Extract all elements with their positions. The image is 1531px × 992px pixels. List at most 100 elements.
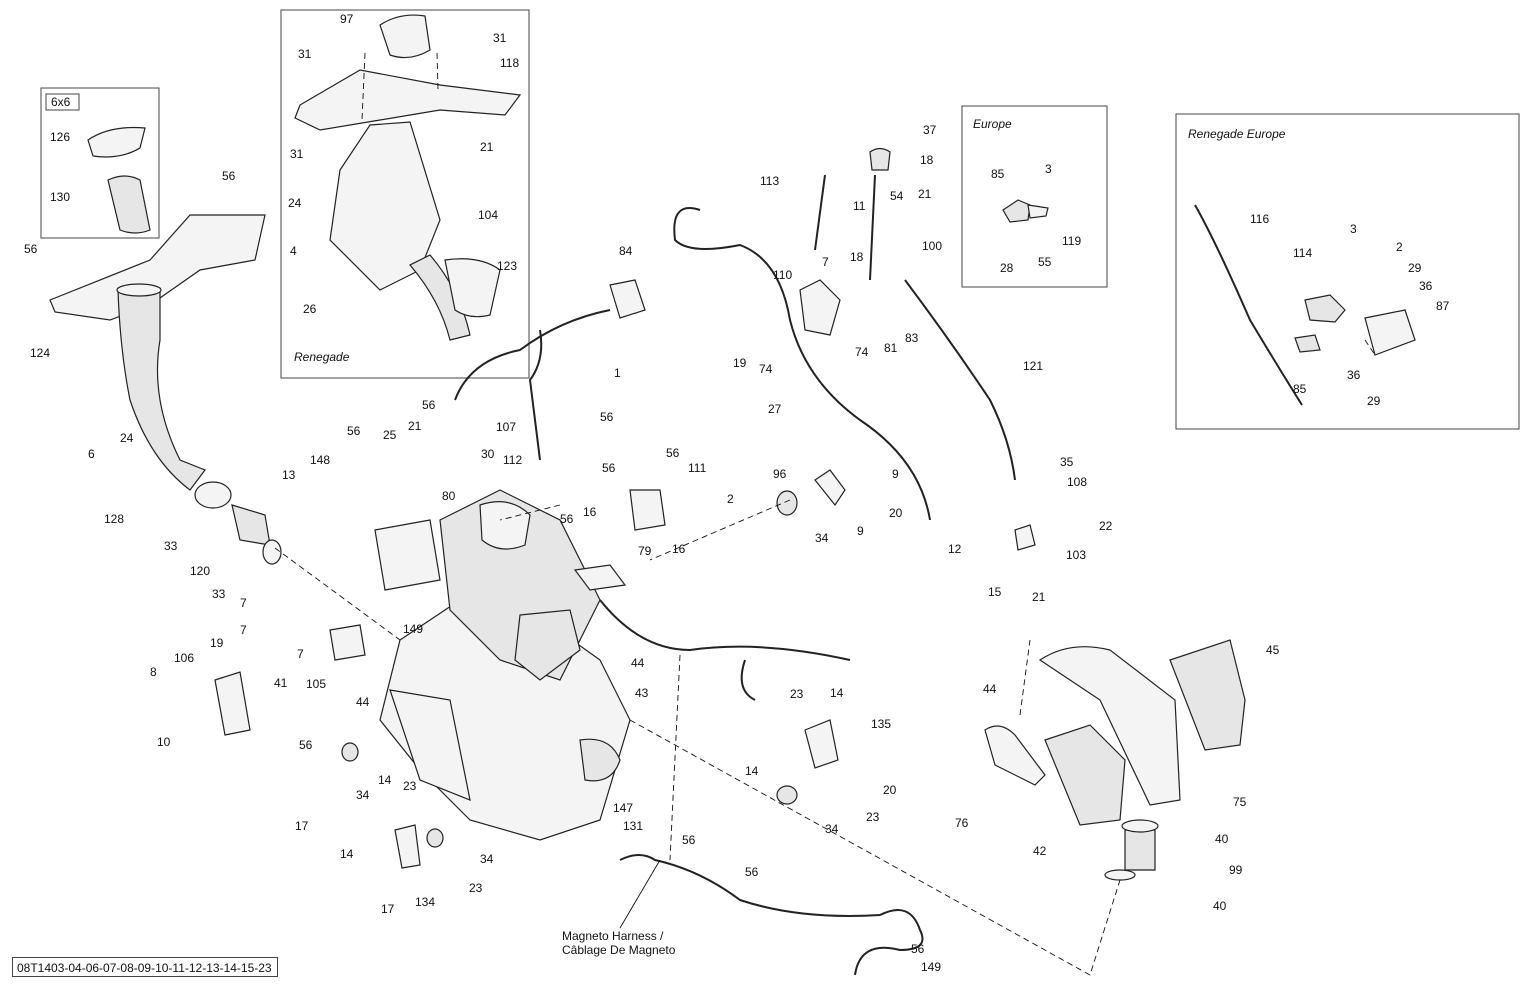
callout-18: 18 — [850, 250, 864, 264]
callout-128: 128 — [104, 512, 124, 526]
callout-34: 34 — [480, 852, 494, 866]
callout-37: 37 — [923, 123, 937, 137]
callout-16: 16 — [672, 542, 686, 556]
callout-40: 40 — [1215, 832, 1229, 846]
callout-108: 108 — [1067, 475, 1087, 489]
harness-caption-line2: Câblage De Magneto — [562, 943, 676, 957]
callout-21: 21 — [1032, 590, 1046, 604]
callout-25: 25 — [383, 428, 397, 442]
callout-7: 7 — [240, 623, 247, 637]
callout-148: 148 — [310, 453, 330, 467]
box-europe-title: Europe — [973, 117, 1012, 131]
callout-126: 126 — [50, 130, 70, 144]
box-6x6-title: 6x6 — [51, 95, 71, 109]
callout-19: 19 — [210, 636, 224, 650]
callout-56: 56 — [745, 865, 759, 879]
callout-24: 24 — [120, 431, 134, 445]
callout-7: 7 — [822, 255, 829, 269]
callout-11: 11 — [853, 199, 866, 213]
callout-118: 118 — [500, 56, 519, 70]
callout-124: 124 — [30, 346, 50, 360]
callout-21: 21 — [408, 419, 422, 433]
callout-26: 26 — [303, 302, 317, 316]
callout-8: 8 — [150, 665, 157, 679]
callout-34: 34 — [356, 788, 370, 802]
callout-3: 3 — [1045, 162, 1052, 176]
callout-29: 29 — [1408, 261, 1422, 275]
callout-56: 56 — [600, 410, 614, 424]
callout-27: 27 — [768, 402, 782, 416]
callout-120: 120 — [190, 564, 210, 578]
callout-121: 121 — [1023, 359, 1043, 373]
callout-74: 74 — [759, 362, 773, 376]
harness-caption-line1: Magneto Harness / — [562, 929, 664, 943]
callout-84: 84 — [619, 244, 633, 258]
callout-75: 75 — [1233, 795, 1247, 809]
callout-34: 34 — [825, 822, 839, 836]
callout-9: 9 — [857, 524, 864, 538]
callout-14: 14 — [340, 847, 354, 861]
callout-9: 9 — [892, 467, 899, 481]
callout-56: 56 — [602, 461, 616, 475]
callout-76: 76 — [955, 816, 969, 830]
callout-41: 41 — [274, 676, 288, 690]
callout-96: 96 — [773, 467, 787, 481]
callout-12: 12 — [948, 542, 962, 556]
callout-113: 113 — [760, 174, 779, 188]
callout-17: 17 — [295, 819, 309, 833]
callout-54: 54 — [890, 189, 904, 203]
box-renegade-europe-title: Renegade Europe — [1188, 127, 1286, 141]
callout-30: 30 — [481, 447, 495, 461]
callout-56: 56 — [682, 833, 696, 847]
exhaust-and-shift-parts — [214, 147, 1246, 881]
callout-31: 31 — [493, 31, 507, 45]
callout-33: 33 — [212, 587, 226, 601]
callout-123: 123 — [497, 259, 517, 273]
callout-149: 149 — [403, 622, 423, 636]
callout-31: 31 — [290, 147, 304, 161]
callout-87: 87 — [1436, 299, 1450, 313]
callout-21: 21 — [918, 187, 932, 201]
callout-147: 147 — [613, 801, 633, 815]
callout-2: 2 — [1396, 240, 1403, 254]
box-renegade-title: Renegade — [294, 350, 350, 364]
callout-100: 100 — [922, 239, 942, 253]
callout-110: 110 — [773, 268, 792, 282]
callout-104: 104 — [478, 208, 498, 222]
callout-18: 18 — [920, 153, 934, 167]
callout-14: 14 — [378, 773, 392, 787]
reference-code: 08T1403-04-06-07-08-09-10-11-12-13-14-15… — [12, 957, 278, 977]
callout-85: 85 — [991, 167, 1005, 181]
callout-81: 81 — [884, 341, 898, 355]
callout-20: 20 — [889, 506, 903, 520]
callout-56: 56 — [560, 512, 574, 526]
callout-44: 44 — [631, 656, 645, 670]
callout-45: 45 — [1266, 643, 1280, 657]
callout-56: 56 — [666, 446, 680, 460]
intake-assembly — [49, 214, 282, 565]
callout-1: 1 — [614, 366, 621, 380]
callout-23: 23 — [790, 687, 804, 701]
callout-42: 42 — [1033, 844, 1047, 858]
callout-99: 99 — [1229, 863, 1243, 877]
assembly-lines — [274, 52, 1376, 976]
callout-131: 131 — [623, 819, 643, 833]
callout-111: 111 — [688, 461, 707, 475]
callout-10: 10 — [157, 735, 171, 749]
callout-85: 85 — [1293, 382, 1307, 396]
callout-3: 3 — [1350, 222, 1357, 236]
callout-23: 23 — [866, 810, 880, 824]
wiring — [454, 174, 1016, 976]
callout-119: 119 — [1062, 234, 1081, 248]
callout-105: 105 — [306, 677, 326, 691]
callout-23: 23 — [403, 779, 417, 793]
callout-36: 36 — [1347, 368, 1361, 382]
engine-block — [374, 489, 631, 841]
callout-112: 112 — [503, 453, 522, 467]
box-6x6: 6x6 — [40, 87, 160, 239]
callout-43: 43 — [635, 686, 649, 700]
callout-106: 106 — [174, 651, 194, 665]
callout-55: 55 — [1038, 255, 1052, 269]
